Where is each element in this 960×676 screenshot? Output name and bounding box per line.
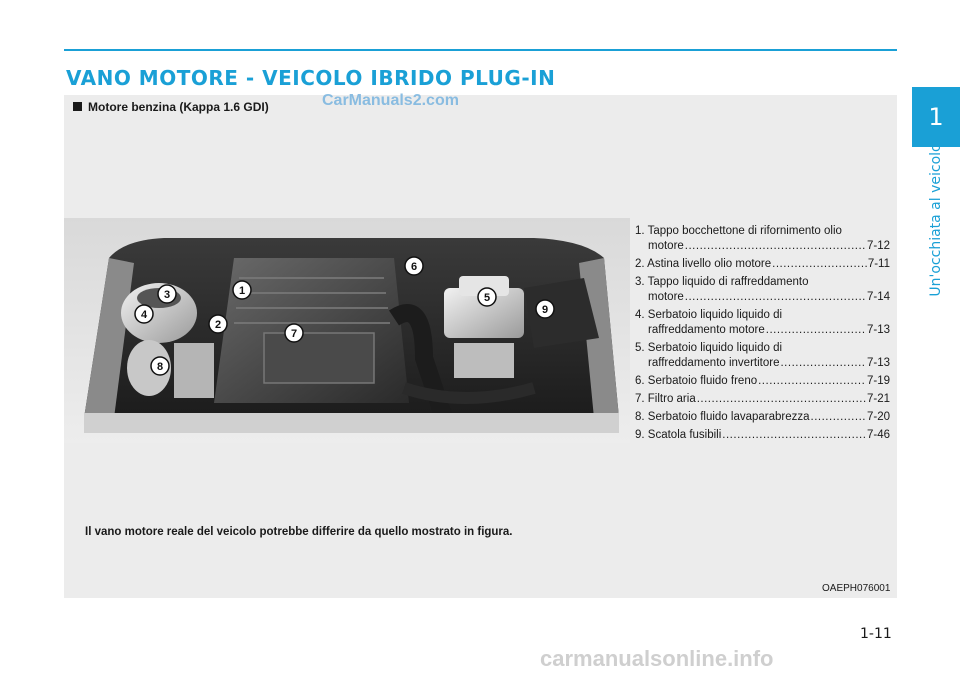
callout-9-label: 9 [542, 304, 548, 316]
callout-7-label: 7 [291, 328, 297, 340]
part-name: 1. Tappo bocchettone di rifornimento oli… [635, 225, 842, 237]
chapter-label: Un'occhiata al veicolo [920, 143, 952, 297]
callout-2-label: 2 [215, 319, 221, 331]
callout-3: 3 [157, 284, 177, 304]
part-name: 9. Scatola fusibili [635, 429, 722, 441]
part-item: 6. Serbatoio fluido freno 7-19 [635, 374, 890, 389]
section-heading: Motore benzina (Kappa 1.6 GDI) [73, 100, 269, 114]
callout-2: 2 [208, 314, 228, 334]
square-bullet-icon [73, 102, 82, 111]
part-line: 7. Filtro aria 7-21 [635, 392, 890, 407]
section-heading-text: Motore benzina (Kappa 1.6 GDI) [88, 100, 269, 114]
part-item: 7. Filtro aria 7-21 [635, 392, 890, 407]
top-rule [64, 49, 897, 51]
callout-8-label: 8 [157, 361, 163, 373]
part-item: 9. Scatola fusibili 7-46 [635, 428, 890, 443]
part-page-ref[interactable]: 7-46 [866, 429, 890, 441]
callout-1: 1 [232, 280, 252, 300]
callout-3-label: 3 [164, 289, 170, 301]
part-name: 5. Serbatoio liquido liquido di [635, 342, 783, 354]
part-page-ref[interactable]: 7-11 [867, 258, 890, 270]
part-line: motore 7-12 [635, 239, 890, 254]
callout-7: 7 [284, 323, 304, 343]
part-name: 8. Serbatoio fluido lavaparabrezza [635, 411, 810, 423]
part-page-ref[interactable]: 7-14 [866, 291, 890, 303]
part-name: 2. Astina livello olio motore [635, 258, 772, 270]
part-line: motore 7-14 [635, 290, 890, 305]
engine-bay-image: 1 2 3 4 5 6 7 8 9 [64, 218, 630, 443]
part-line: 2. Astina livello olio motore 7-11 [635, 257, 890, 272]
callout-4-label: 4 [141, 309, 148, 321]
watermark-top: CarManuals2.com [322, 92, 459, 109]
part-name-cont: motore [648, 240, 684, 252]
callout-8: 8 [150, 356, 170, 376]
part-item: 1. Tappo bocchettone di rifornimento oli… [635, 224, 890, 254]
part-line: 8. Serbatoio fluido lavaparabrezza 7-20 [635, 410, 890, 425]
part-item: 8. Serbatoio fluido lavaparabrezza 7-20 [635, 410, 890, 425]
chapter-tab[interactable]: 1 [912, 87, 960, 147]
page-title: VANO MOTORE - VEICOLO IBRIDO PLUG-IN [66, 66, 556, 90]
figure-code: OAEPH076001 [822, 583, 891, 594]
part-page-ref[interactable]: 7-12 [866, 240, 890, 252]
callout-5-label: 5 [484, 292, 490, 304]
part-page-ref[interactable]: 7-20 [866, 411, 890, 423]
part-name-cont: raffreddamento motore [648, 324, 765, 336]
chapter-label-text: Un'occhiata al veicolo [928, 143, 944, 297]
part-name: 3. Tappo liquido di raffreddamento [635, 276, 809, 288]
part-page-ref[interactable]: 7-21 [866, 393, 890, 405]
callout-6-label: 6 [411, 261, 417, 273]
part-item: 2. Astina livello olio motore 7-11 [635, 257, 890, 272]
part-name-cont: motore [648, 291, 684, 303]
part-item: 5. Serbatoio liquido liquido di raffredd… [635, 341, 890, 371]
callout-4: 4 [134, 304, 154, 324]
part-name: 4. Serbatoio liquido liquido di [635, 309, 783, 321]
callout-5: 5 [477, 287, 497, 307]
part-line: 6. Serbatoio fluido freno 7-19 [635, 374, 890, 389]
part-name: 6. Serbatoio fluido freno [635, 375, 758, 387]
part-item: 3. Tappo liquido di raffreddamento motor… [635, 275, 890, 305]
part-name: 7. Filtro aria [635, 393, 696, 405]
watermark-bottom: carmanualsonline.info [540, 646, 774, 671]
part-page-ref[interactable]: 7-19 [866, 375, 890, 387]
page-number: 1-11 [860, 626, 892, 642]
parts-list: 1. Tappo bocchettone di rifornimento oli… [635, 224, 890, 446]
callout-1-label: 1 [239, 285, 245, 297]
callout-9: 9 [535, 299, 555, 319]
part-line: 9. Scatola fusibili 7-46 [635, 428, 890, 443]
part-page-ref[interactable]: 7-13 [866, 357, 890, 369]
part-line: raffreddamento invertitore 7-13 [635, 356, 890, 371]
footnote: Il vano motore reale del veicolo potrebb… [85, 526, 513, 538]
part-line: raffreddamento motore 7-13 [635, 323, 890, 338]
part-name-cont: raffreddamento invertitore [648, 357, 780, 369]
callout-6: 6 [404, 256, 424, 276]
part-page-ref[interactable]: 7-13 [866, 324, 890, 336]
part-item: 4. Serbatoio liquido liquido di raffredd… [635, 308, 890, 338]
